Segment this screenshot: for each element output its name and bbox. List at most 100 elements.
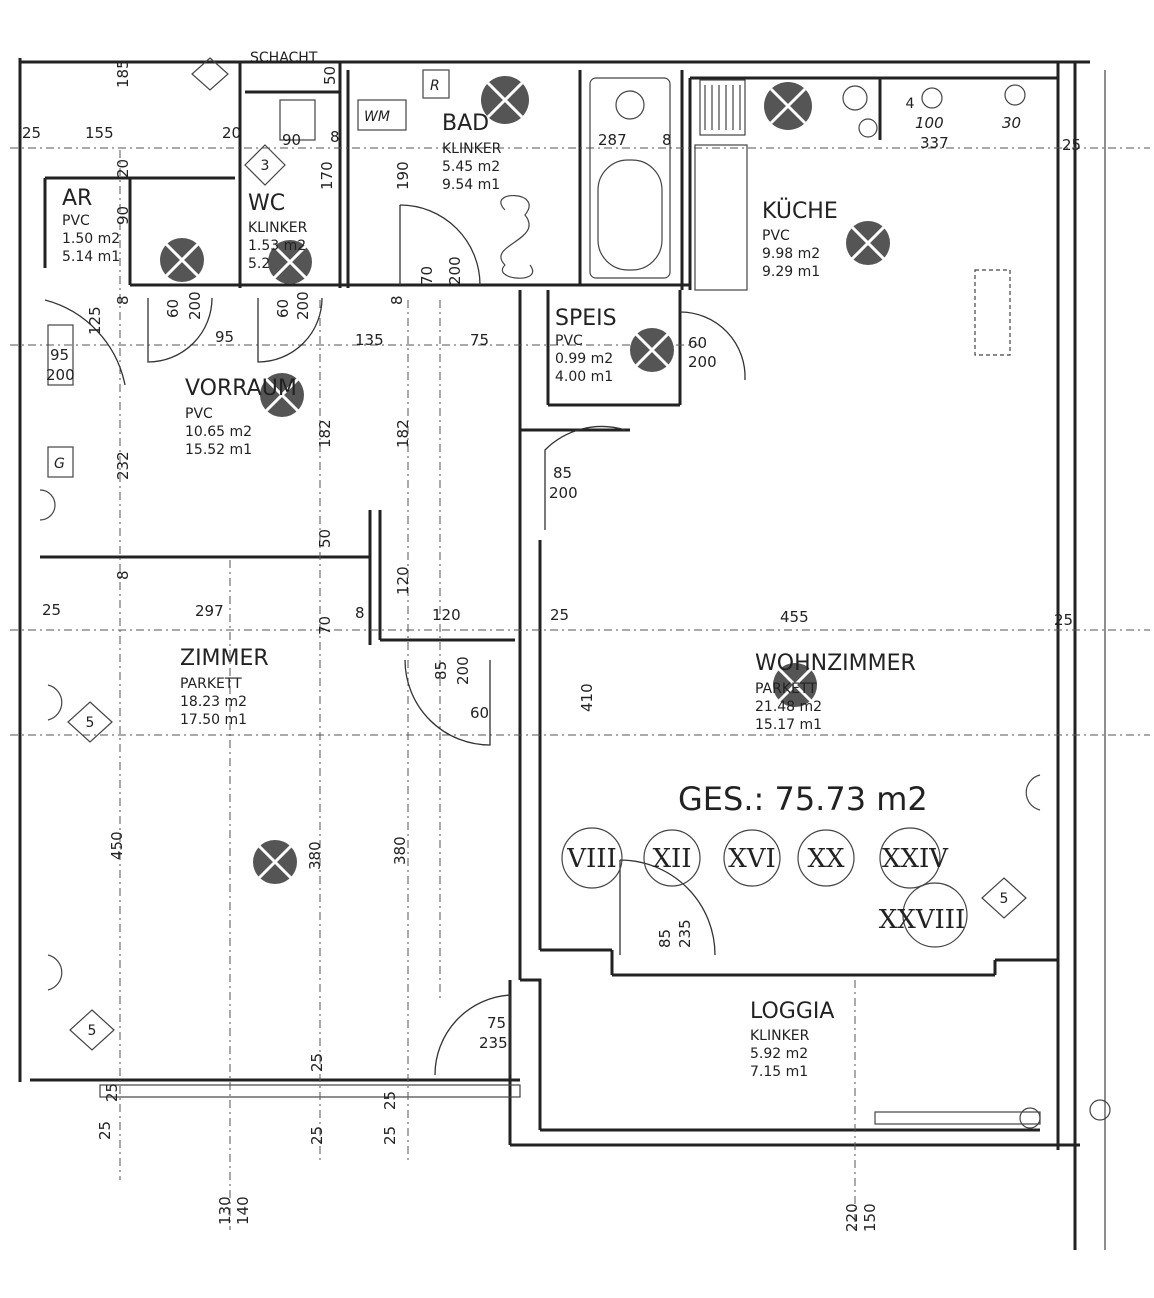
dimension-label: 155: [85, 124, 114, 142]
svg-text:4: 4: [906, 96, 915, 112]
room-zimmer: ZIMMER PARKETT 18.23 m2 17.50 m1: [180, 646, 269, 728]
dimension-label: 60: [688, 334, 707, 352]
room-speis: SPEIS PVC 0.99 m2 4.00 m1: [555, 306, 617, 385]
dimension-label: 140: [234, 1196, 252, 1225]
room-floor: KLINKER: [750, 1028, 810, 1044]
dimension-label: 25: [42, 601, 61, 619]
marker-4: 4: [191, 57, 915, 112]
room-name: BAD: [442, 111, 489, 136]
dimension-label: 200: [549, 484, 578, 502]
room-name: SPEIS: [555, 306, 617, 331]
room-name: AR: [62, 186, 92, 211]
total-area: GES.: 75.73 m2: [678, 780, 928, 818]
dimension-label: 25: [96, 1121, 114, 1140]
room-bad: BAD KLINKER 5.45 m2 9.54 m1: [442, 111, 502, 193]
radiator-icon: [422, 69, 450, 99]
room-area: 21.48 m2: [755, 699, 822, 715]
dimension-label: 25: [1054, 611, 1073, 629]
dimension-label: 182: [394, 419, 412, 448]
room-floor: PVC: [555, 333, 583, 349]
radiator-label: R: [430, 78, 440, 94]
dimension-label: 200: [688, 353, 717, 371]
dimension-label: 30: [1002, 114, 1021, 132]
ceiling-light-icon: [773, 663, 817, 707]
room-area: 5.45 m2: [442, 159, 500, 175]
room-perimeter: 5.14 m1: [62, 249, 120, 265]
room-floor: PARKETT: [180, 676, 242, 692]
room-name: WOHNZIMMER: [755, 651, 916, 676]
room-loggia: LOGGIA KLINKER 5.92 m2 7.15 m1: [750, 999, 834, 1080]
room-perimeter: 15.52 m1: [185, 442, 252, 458]
socket-icon: [879, 827, 941, 889]
dimensions: 185 155 25 20 90 8 170 190 287 8 100 30 …: [22, 59, 1081, 1232]
dimension-label: 70: [316, 616, 334, 635]
dimension-label: 85: [656, 929, 674, 948]
room-name: WC: [248, 191, 285, 216]
socket-icon: [902, 882, 968, 948]
dimension-label: 25: [308, 1126, 326, 1145]
dimension-label: 75: [470, 331, 489, 349]
dimension-label: 200: [46, 366, 75, 384]
room-name: KÜCHE: [762, 198, 838, 224]
room-area: 1.50 m2: [62, 231, 120, 247]
dimension-label: 8: [355, 604, 365, 622]
dimension-label: 287: [598, 131, 627, 149]
dimension-label: 235: [676, 919, 694, 948]
ceiling-light-icon: [160, 238, 204, 282]
marker-5c: 5: [981, 877, 1027, 919]
socket-icon: [723, 829, 781, 887]
dimension-label: 170: [318, 161, 336, 190]
roman-label: VIII: [566, 844, 617, 874]
dimension-label: 25: [22, 124, 41, 142]
room-floor: PVC: [762, 228, 790, 244]
ceiling-lights: [160, 76, 890, 884]
dimension-label: 60: [164, 299, 182, 318]
room-floor: PVC: [62, 213, 90, 229]
ceiling-light-icon: [764, 82, 812, 130]
dimension-label: 90: [114, 206, 132, 225]
dimension-label: 75: [487, 1014, 506, 1032]
room-perimeter: 9.29 m1: [762, 264, 820, 280]
room-area: 9.98 m2: [762, 246, 820, 262]
dimension-label: 20: [222, 124, 241, 142]
svg-text:5: 5: [1000, 891, 1009, 907]
ceiling-light-icon: [481, 76, 529, 124]
marker-3: 3: [244, 144, 286, 186]
ceiling-light-icon: [268, 240, 312, 284]
room-perimeter: 17.50 m1: [180, 712, 247, 728]
socket-icon: [797, 829, 855, 887]
dimension-label: 50: [316, 529, 334, 548]
ceiling-light-icon: [260, 373, 304, 417]
room-kueche: KÜCHE PVC 9.98 m2 9.29 m1: [762, 198, 838, 280]
ceiling-light-icon: [846, 221, 890, 265]
dimension-label: 60: [274, 299, 292, 318]
dimension-label: 232: [114, 451, 132, 480]
roman-numerals: VIII XII XVI XX XXIV XXVIII: [566, 844, 965, 935]
svg-text:5: 5: [88, 1023, 97, 1039]
room-vorraum: VORRAUM PVC 10.65 m2 15.52 m1: [185, 376, 297, 458]
dimension-label: 8: [388, 295, 406, 305]
dimension-label: 25: [381, 1091, 399, 1110]
room-area: 5.92 m2: [750, 1046, 808, 1062]
dimension-label: 8: [662, 131, 672, 149]
dimension-label: 25: [103, 1083, 121, 1102]
gas-meter-icon: [47, 446, 74, 478]
room-name: LOGGIA: [750, 999, 834, 1024]
dimension-label: 95: [215, 328, 234, 346]
roman-label: XX: [807, 844, 845, 874]
dimension-label: 455: [780, 608, 809, 626]
roman-label: XII: [652, 844, 691, 874]
dimension-label: 8: [114, 570, 132, 580]
dimension-label: 150: [861, 1203, 879, 1232]
room-floor: PVC: [185, 406, 213, 422]
dimension-label: 85: [553, 464, 572, 482]
dimension-label: 120: [394, 566, 412, 595]
socket-icon: [643, 829, 701, 887]
dimension-label: 410: [578, 683, 596, 712]
dimension-label: 100: [915, 114, 944, 132]
room-floor: KLINKER: [442, 141, 502, 157]
dimension-label: 190: [394, 161, 412, 190]
dimension-label: 125: [86, 306, 104, 335]
dimension-label: 182: [316, 419, 334, 448]
